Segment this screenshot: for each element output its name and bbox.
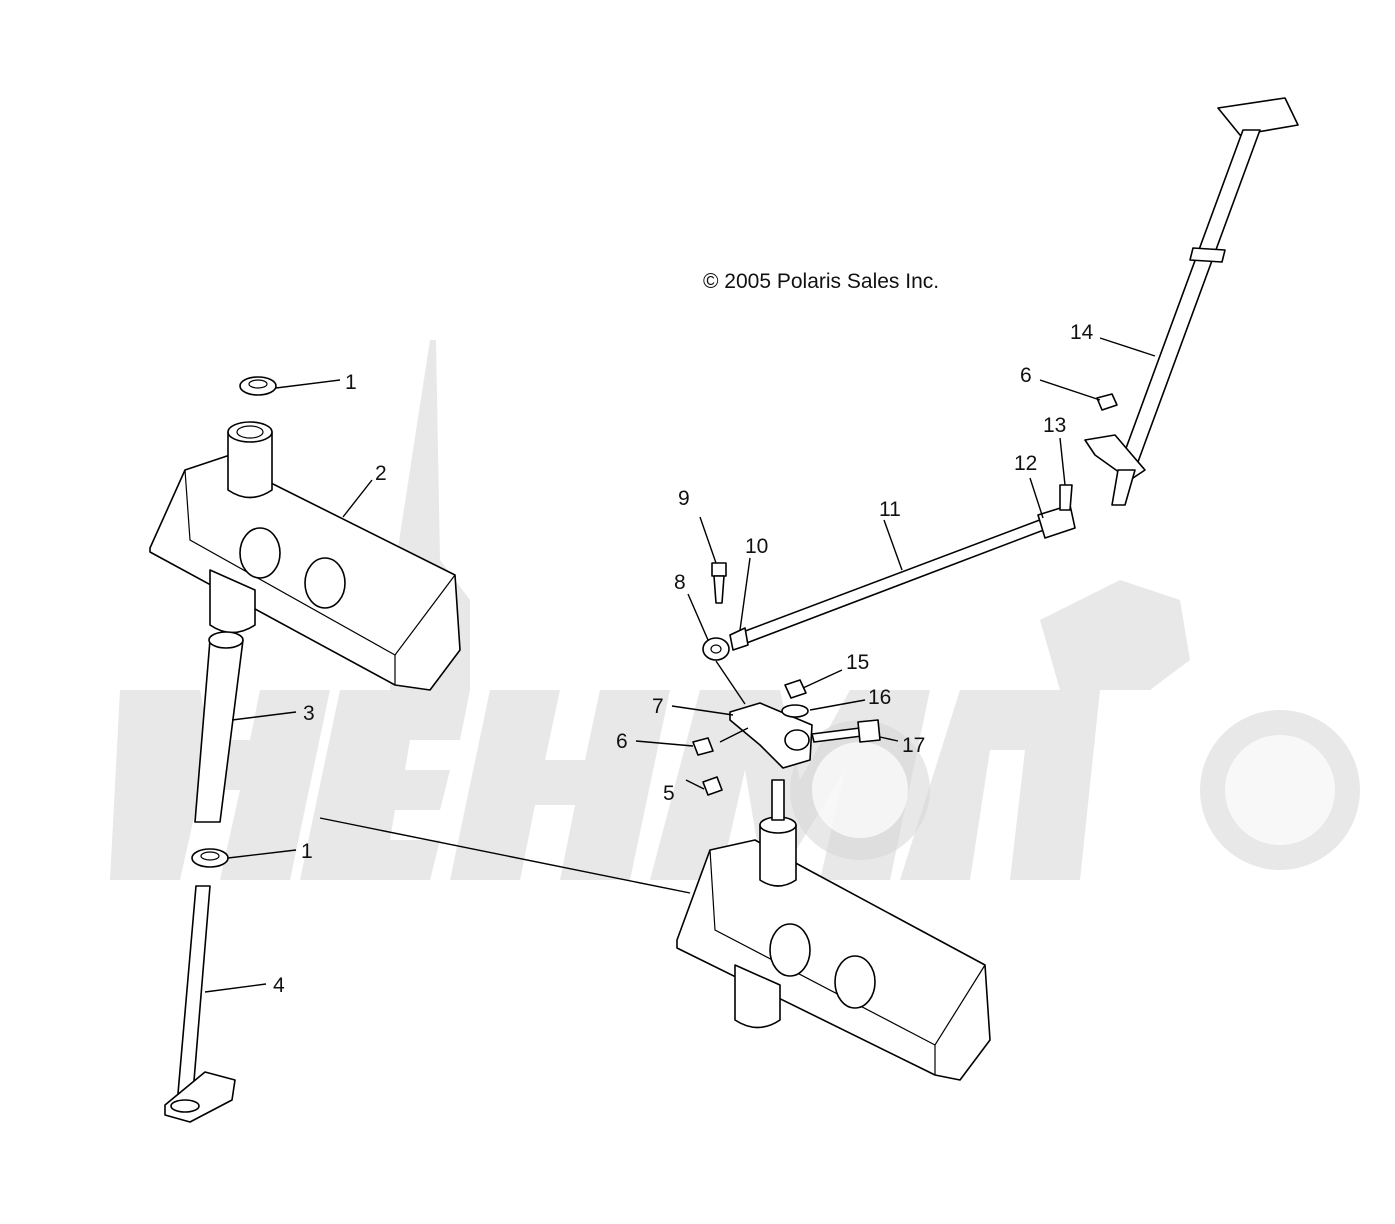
callout-9: 9 xyxy=(678,487,690,510)
callout-14: 14 xyxy=(1070,321,1094,344)
callout-8: 8 xyxy=(674,571,686,594)
part-14-steering-column xyxy=(1084,97,1299,506)
callout-16: 16 xyxy=(868,686,891,709)
callout-5: 5 xyxy=(663,782,675,805)
part-17-bolt xyxy=(811,719,881,743)
part-5-nut xyxy=(702,776,723,796)
callout-6-upper: 6 xyxy=(1020,364,1032,387)
part-4-steering-post xyxy=(164,885,236,1123)
part-9-bolt xyxy=(711,562,727,604)
part-1-washer-top xyxy=(239,376,277,396)
callout-4: 4 xyxy=(273,974,285,997)
callout-12: 12 xyxy=(1014,452,1037,475)
part-11-tie-rod xyxy=(729,484,1076,651)
callout-6-lower: 6 xyxy=(616,730,628,753)
part-1-washer-bottom xyxy=(191,848,229,868)
callout-10: 10 xyxy=(745,535,768,558)
callout-13: 13 xyxy=(1043,414,1066,437)
callout-17: 17 xyxy=(902,734,925,757)
callout-15: 15 xyxy=(846,651,869,674)
part-2-bracket-upper xyxy=(149,421,461,691)
part-8-rod-end xyxy=(702,637,730,661)
part-16-washer xyxy=(781,704,809,718)
callout-3: 3 xyxy=(303,702,315,725)
part-15-nut xyxy=(784,679,807,699)
part-6-nut-upper xyxy=(1096,393,1118,411)
callout-11: 11 xyxy=(879,498,901,521)
callout-2: 2 xyxy=(375,462,387,485)
part-bracket-lower xyxy=(676,779,991,1081)
callout-1-top: 1 xyxy=(345,371,357,394)
part-3-tube xyxy=(194,631,244,823)
part-6-nut-lower xyxy=(692,737,714,756)
leader-lines xyxy=(204,337,1156,993)
callout-1-bottom: 1 xyxy=(301,840,313,863)
watermark-logo xyxy=(110,340,1360,880)
copyright-text: © 2005 Polaris Sales Inc. xyxy=(703,270,940,293)
callout-7: 7 xyxy=(652,695,664,718)
part-7-pitman-arm xyxy=(729,702,813,769)
